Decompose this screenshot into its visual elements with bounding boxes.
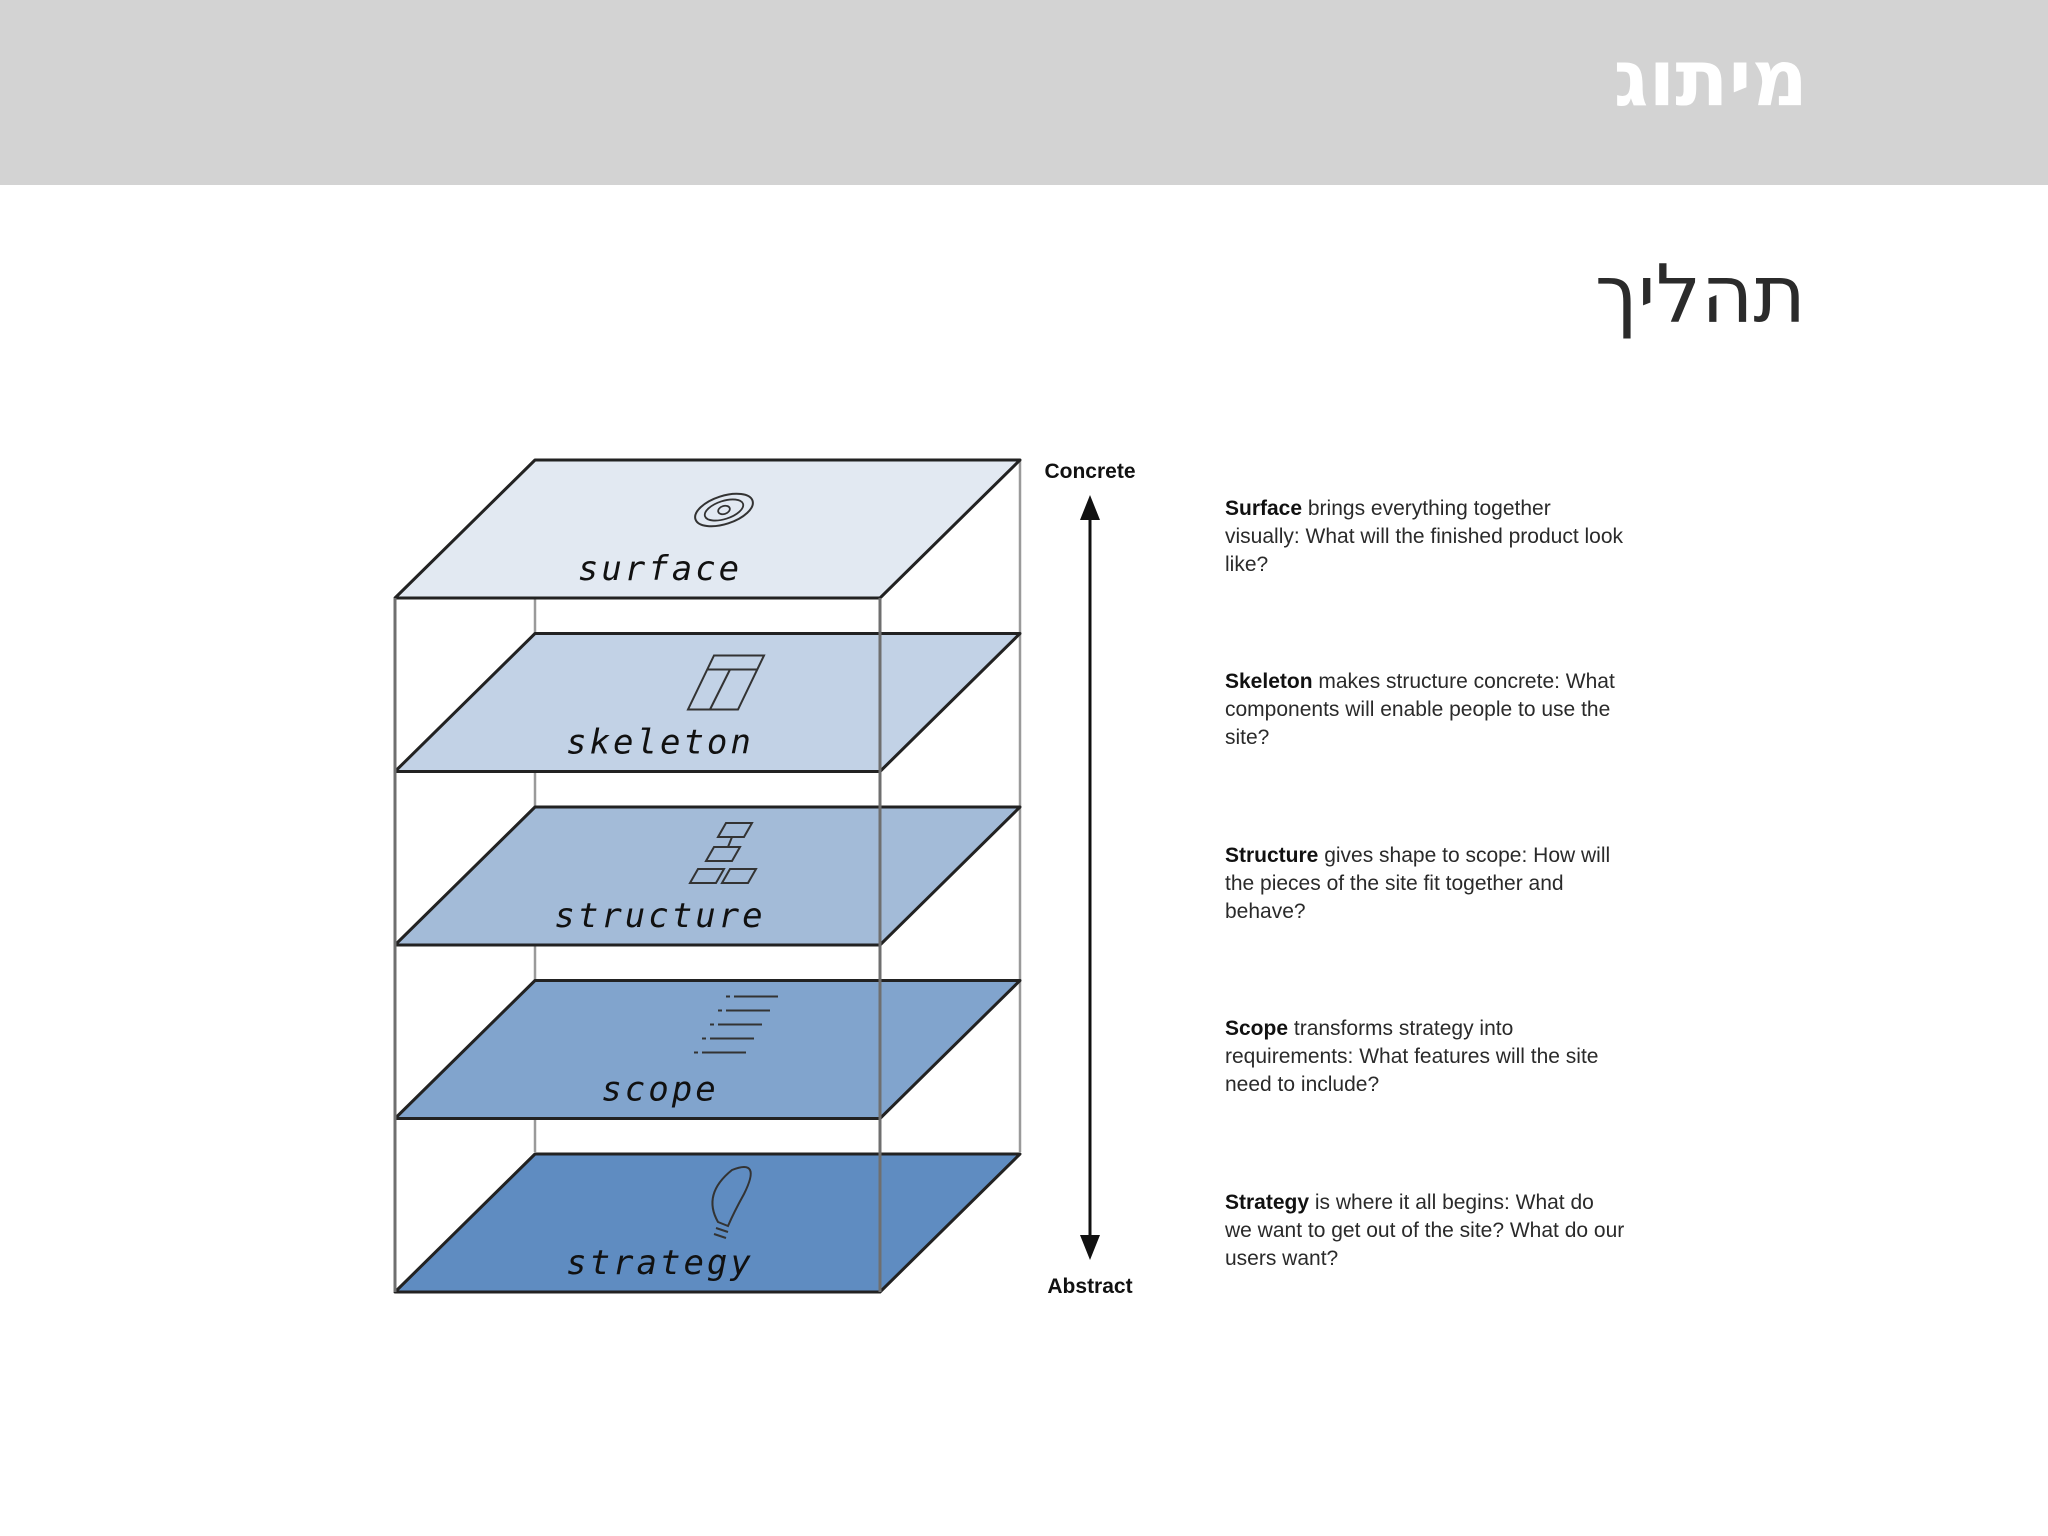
- eye-icon: [694, 492, 754, 528]
- axis-label-concrete: Concrete: [1044, 460, 1135, 483]
- plane-scope: scope: [393, 979, 1022, 1120]
- description-structure: Structure gives shape to scope: How will…: [1225, 842, 1625, 926]
- description-skeleton: Skeleton makes structure concrete: What …: [1225, 668, 1625, 752]
- plane-skeleton: skeleton: [393, 632, 1022, 773]
- description-text: is where it all begins: What do we want …: [1225, 1191, 1625, 1270]
- slide-subtitle: תהליך: [1594, 248, 1806, 341]
- plane-label-surface: surface: [578, 549, 742, 589]
- description-text: gives shape to scope: How will the piece…: [1225, 844, 1611, 923]
- axis-label-abstract: Abstract: [1047, 1275, 1132, 1298]
- description-term: Strategy: [1225, 1191, 1310, 1214]
- description-text: brings everything together visually: Wha…: [1225, 497, 1624, 576]
- frame-front-posts: [393, 598, 882, 1292]
- slide-title: מיתוג: [1613, 34, 1808, 124]
- plane-label-strategy: strategy: [566, 1243, 754, 1283]
- header-band: מיתוג: [0, 0, 2048, 185]
- plane-strategy: strategy: [393, 1152, 1022, 1294]
- plane-surface: surface: [393, 458, 1022, 600]
- lightbulb-icon: [711, 1166, 752, 1239]
- plane-structure: structure: [393, 805, 1022, 947]
- description-surface: Surface brings everything together visua…: [1225, 495, 1625, 579]
- description-scope: Scope transforms strategy into requireme…: [1225, 1015, 1625, 1099]
- axis-arrow-down-icon: [1080, 1235, 1100, 1260]
- axis-arrow-up-icon: [1080, 495, 1100, 520]
- description-term: Skeleton: [1225, 670, 1313, 693]
- planes-group: surface skeleton structure scope strategy: [393, 458, 1022, 1294]
- plane-label-structure: structure: [554, 896, 765, 936]
- description-text: transforms strategy into requirements: W…: [1225, 1017, 1599, 1096]
- list-icon: [694, 995, 778, 1054]
- description-text: makes structure concrete: What component…: [1225, 670, 1615, 749]
- sitemap-icon: [688, 822, 758, 884]
- description-term: Structure: [1225, 844, 1319, 867]
- wireframe-icon: [686, 654, 766, 711]
- description-term: Surface: [1225, 497, 1303, 520]
- plane-label-skeleton: skeleton: [566, 723, 754, 763]
- description-strategy: Strategy is where it all begins: What do…: [1225, 1189, 1625, 1273]
- description-term: Scope: [1225, 1017, 1289, 1040]
- concrete-abstract-axis: Concrete Abstract: [1044, 460, 1135, 1298]
- plane-label-scope: scope: [601, 1070, 718, 1110]
